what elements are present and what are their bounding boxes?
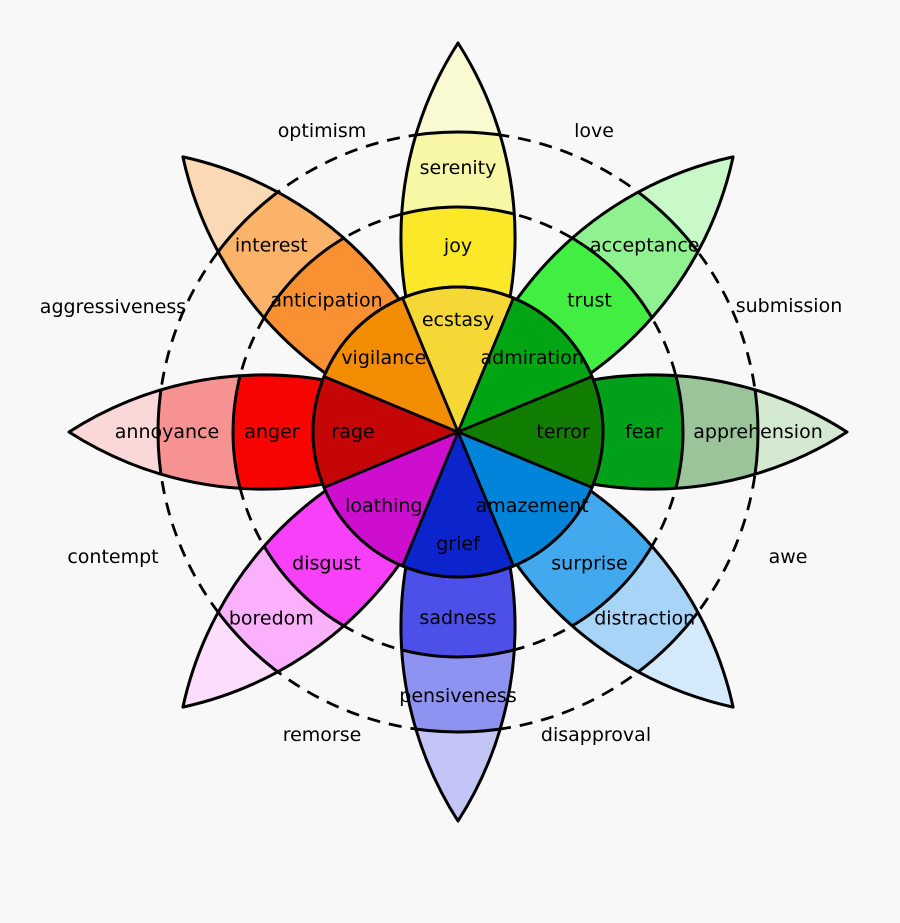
label-joy: joy (443, 235, 472, 257)
divider-outer-fear (458, 374, 760, 490)
label-surprise: surprise (551, 553, 628, 575)
label-anticipation: anticipation (270, 290, 382, 312)
label-distraction: distraction (594, 608, 695, 630)
label-admiration: admiration (481, 347, 584, 369)
label-serenity: serenity (420, 157, 497, 179)
label-apprehension: apprehension (693, 421, 822, 443)
divider-mid-fear (458, 374, 685, 490)
label-grief: grief (436, 533, 481, 555)
label-rage: rage (331, 421, 374, 443)
label-acceptance: acceptance (590, 234, 700, 256)
label-boredom: boredom (229, 608, 314, 630)
dyad-label-awe: awe (769, 546, 808, 568)
divider-outer-anger (156, 374, 458, 490)
label-interest: interest (235, 234, 308, 256)
dyad-label-optimism: optimism (278, 120, 367, 142)
divider-mid-joy (400, 205, 516, 432)
label-trust: trust (567, 290, 612, 312)
label-ecstasy: ecstasy (422, 309, 494, 331)
label-disgust: disgust (292, 553, 361, 575)
label-fear: fear (625, 421, 663, 443)
inner-circle (311, 285, 605, 579)
dyad-label-remorse: remorse (283, 724, 362, 746)
label-pensiveness: pensiveness (399, 685, 516, 707)
dyad-label-disapproval: disapproval (541, 724, 651, 746)
divider-outer-joy (400, 130, 516, 432)
label-anger: anger (244, 421, 299, 443)
label-vigilance: vigilance (341, 347, 426, 369)
label-loathing: loathing (345, 495, 422, 517)
band-anticipation (233, 207, 458, 432)
label-amazement: amazement (476, 495, 589, 517)
label-terror: terror (536, 421, 590, 443)
divider-mid-sadness (400, 432, 516, 659)
band-disgust (233, 432, 458, 657)
dyad-label-submission: submission (736, 295, 843, 317)
dyad-label-aggressiveness: aggressiveness (40, 296, 186, 318)
divider-mid-anger (231, 374, 458, 490)
label-annoyance: annoyance (115, 421, 219, 443)
band-surprise (458, 432, 683, 657)
divider-outer-sadness (400, 432, 516, 734)
band-trust (458, 207, 683, 432)
dyad-label-love: love (574, 120, 614, 142)
dyad-label-contempt: contempt (67, 546, 158, 568)
label-sadness: sadness (419, 607, 496, 629)
